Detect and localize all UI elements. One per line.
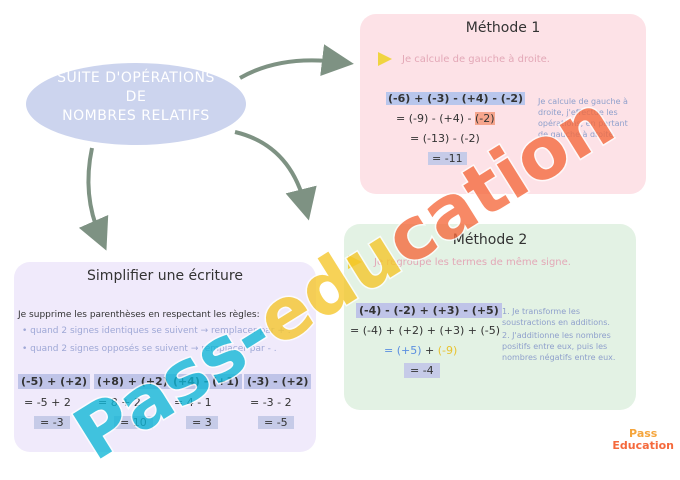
- methode1-line2-c: (-2): [475, 112, 495, 125]
- methode1-box: Méthode 1 Je calcule de gauche à droite.…: [360, 14, 646, 194]
- methode2-line4: = -4: [404, 363, 440, 378]
- example-3-head: (+4) - (+1): [170, 374, 243, 389]
- methode2-intro: Je regroupe les termes de même signe.: [374, 257, 571, 268]
- methode2-line3-b: +: [421, 344, 438, 357]
- title-line-2: DE: [125, 89, 147, 105]
- arrow-to-simplifier: [78, 147, 109, 251]
- title-line-1: SUITE D'OPÉRATIONS: [57, 70, 215, 86]
- methode2-note-2: 2. J'additionne les nombres positifs ent…: [502, 331, 616, 362]
- simplifier-bullet-2-text: quand 2 signes opposés se suivent → remp…: [30, 344, 277, 354]
- methode1-line2: = (-9) - (+4) - (-2): [396, 112, 495, 125]
- methode2-note-1: 1. Je transforme les soustractions en ad…: [502, 307, 610, 327]
- methode1-line3: = (-13) - (-2): [410, 132, 480, 145]
- example-4: (-3) - (+2): [244, 374, 312, 389]
- methode2-box: Méthode 2 Je regroupe les termes de même…: [344, 224, 636, 410]
- logo-line-2: Education: [612, 439, 674, 452]
- example-2: (+8) + (+2): [94, 374, 171, 389]
- methode1-note: Je calcule de gauche à droite, j'effectu…: [538, 97, 628, 139]
- methode2-title: Méthode 2: [452, 232, 528, 248]
- methode2-line1: (-4) - (-2) + (+3) - (+5): [356, 303, 502, 318]
- example-2-step: = 8 + 2: [98, 396, 141, 409]
- simplifier-title: Simplifier une écriture: [87, 268, 243, 284]
- example-4-step: = -3 - 2: [250, 396, 292, 409]
- methode1-line1: (-6) + (-3) - (+4) - (-2): [386, 92, 526, 105]
- example-3-result: = 3: [186, 416, 218, 429]
- example-2-head: (+8) + (+2): [94, 374, 171, 389]
- simplifier-bullet-1-text: quand 2 signes identiques se suivent → r…: [30, 326, 291, 336]
- example-1-head: (-5) + (+2): [18, 374, 91, 389]
- triangle-icon: [378, 52, 392, 66]
- methode1-intro: Je calcule de gauche à droite.: [402, 54, 550, 65]
- simplifier-rule: Je supprime les parenthèses en respectan…: [18, 310, 260, 320]
- arrow-to-methode2: [234, 130, 317, 221]
- methode1-title: Méthode 1: [465, 20, 541, 36]
- example-2-result: = 10: [114, 416, 153, 429]
- simplifier-bullet-2: • quand 2 signes opposés se suivent → re…: [22, 344, 277, 354]
- triangle-icon: [348, 255, 362, 269]
- arrow-to-methode1: [239, 44, 354, 80]
- simplifier-box: Simplifier une écriture Je supprime les …: [14, 262, 316, 452]
- methode2-line3-c: (-9): [437, 344, 458, 357]
- methode2-line3: = (+5) + (-9): [384, 344, 457, 357]
- methode1-line4: = -11: [428, 152, 467, 165]
- methode1-line2-b: - (+4) -: [428, 112, 475, 125]
- example-1-result: = -3: [34, 416, 70, 429]
- example-1: (-5) + (+2): [18, 374, 91, 389]
- methode2-line2: = (-4) + (+2) + (+3) + (-5): [350, 324, 501, 337]
- logo-line-1: Pass: [629, 427, 658, 440]
- methode2-line3-a: = (+5): [384, 344, 422, 357]
- example-3-step: = 4 - 1: [174, 396, 212, 409]
- simplifier-bullet-1: • quand 2 signes identiques se suivent →…: [22, 326, 291, 336]
- example-3: (+4) - (+1): [170, 374, 243, 389]
- title-oval: SUITE D'OPÉRATIONS DE NOMBRES RELATIFS: [26, 63, 246, 145]
- example-4-result: = -5: [258, 416, 294, 429]
- title-line-3: NOMBRES RELATIFS: [62, 108, 210, 124]
- methode1-line2-a: = (-9): [396, 112, 429, 125]
- logo: Pass Education: [612, 428, 674, 452]
- example-1-step: = -5 + 2: [24, 396, 71, 409]
- example-4-head: (-3) - (+2): [244, 374, 312, 389]
